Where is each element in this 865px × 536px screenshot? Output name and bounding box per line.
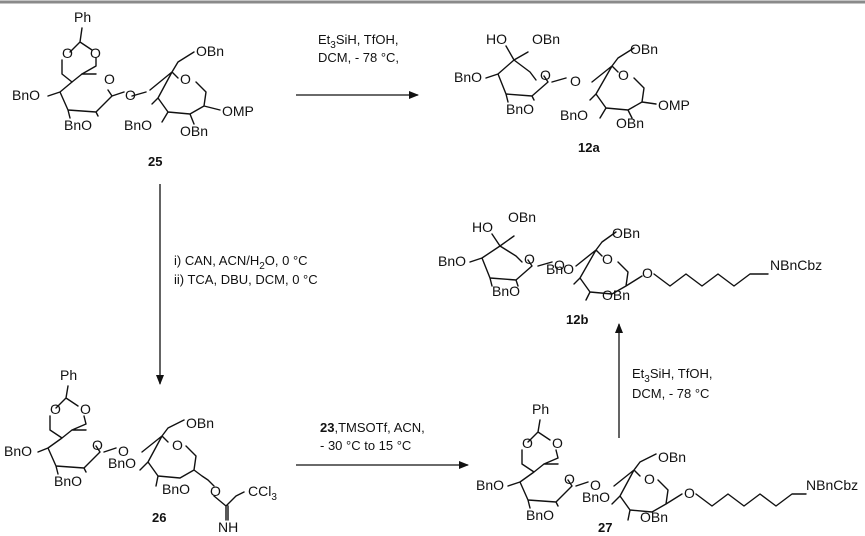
compound-26: Ph O O O O O BnO BnO BnO OBn BnO O CCl3 … [4, 367, 277, 535]
obn-6-gal-label: OBn [508, 209, 536, 225]
ring-o-glc-12b: O [602, 251, 613, 267]
nbncbz-label: NBnCbz [770, 257, 822, 273]
conditions-26-27-line2: - 30 °C to 15 °C [320, 438, 411, 453]
acetal-o-26a: O [50, 401, 61, 417]
step-27-to-12b: Et3SiH, TfOH, DCM, - 78 °C [615, 323, 712, 438]
ho-label: HO [472, 219, 493, 235]
compound-26-number: 26 [152, 510, 166, 525]
compound-12a-number: 12a [578, 140, 600, 155]
conditions-26-27-line1: 23,TMSOTf, ACN, [320, 420, 425, 435]
conditions-25-26-line1: i) CAN, ACN/H2O, 0 °C [174, 253, 308, 272]
imidate-o-label: O [210, 483, 221, 499]
linker-o-label: O [684, 485, 695, 501]
compound-12b: HO OBn O O O BnO BnO BnO OBn O OBn NBnCb… [438, 209, 822, 327]
compound-25: Ph O O O O O BnO BnO BnO OBn OMP OBn 25 [12, 9, 254, 169]
conditions-27-12b-line1: Et3SiH, TfOH, [632, 366, 712, 385]
omp-label: OMP [222, 103, 254, 119]
obn-2prime-label: OBn [180, 123, 208, 139]
glycosidic-o-12b: O [554, 257, 565, 273]
ring-o-gal-27: O [564, 471, 575, 487]
obn-2prime-label: OBn [616, 115, 644, 131]
ho-label: HO [486, 31, 507, 47]
ring-o-gal-12a: O [540, 67, 551, 83]
obn-2prime-label: OBn [602, 287, 630, 303]
linker-o-label: O [642, 265, 653, 281]
phenyl-label: Ph [532, 401, 549, 417]
phenyl-label: Ph [74, 9, 91, 25]
bno-2-label: BnO [492, 283, 520, 299]
ring-o-gal-25: O [104, 71, 115, 87]
bno-3prime-label: BnO [108, 455, 136, 471]
acetal-o-27b: O [552, 435, 563, 451]
step-26-to-27: 23,TMSOTf, ACN, - 30 °C to 15 °C [296, 420, 469, 469]
benzylidene-and-rings-26 [37, 385, 245, 521]
step-25-to-12a: Et3SiH, TfOH, DCM, - 78 °C, [296, 32, 419, 99]
obn-2prime-label: OBn [640, 509, 668, 525]
bno-3prime-label: BnO [124, 117, 152, 133]
compound-12a: HO OBn O O O BnO BnO BnO OBn OMP OBn 12a [454, 31, 690, 155]
galactose-ring-25 [47, 51, 221, 125]
bno-3-label: BnO [438, 253, 466, 269]
ring-o-gal-12b: O [524, 251, 535, 267]
phenyl-label: Ph [60, 367, 77, 383]
obn-6-label: OBn [186, 415, 214, 431]
obn-6-label: OBn [612, 225, 640, 241]
glycosidic-o-25: O [125, 87, 136, 103]
obn-6-gal-label: OBn [532, 31, 560, 47]
acetal-o-26b: O [80, 401, 91, 417]
bno-3prime-label: BnO [582, 489, 610, 505]
ring-o-glc-27: O [644, 471, 655, 487]
step-25-to-26: i) CAN, ACN/H2O, 0 °C ii) TCA, DBU, DCM,… [156, 184, 318, 385]
compound-12b-number: 12b [566, 312, 588, 327]
glycosidic-o-27: O [590, 477, 601, 493]
conditions-25-12a-line1: Et3SiH, TfOH, [318, 32, 398, 51]
glycosidic-o-12a: O [570, 73, 581, 89]
bno-2-label: BnO [506, 101, 534, 117]
ring-o-gal-26: O [92, 437, 103, 453]
bno-3-label: BnO [476, 477, 504, 493]
obn-6-label: OBn [196, 43, 224, 59]
conditions-25-26-line2: ii) TCA, DBU, DCM, 0 °C [174, 272, 318, 287]
bno-2-label: BnO [64, 117, 92, 133]
ccl3-label: CCl3 [248, 483, 277, 503]
bno-3prime-label: BnO [560, 107, 588, 123]
nh-label: NH [218, 519, 238, 535]
benzylidene-bonds [61, 27, 97, 83]
bno-3prime-label: BnO [546, 261, 574, 277]
ring-o-glc-25: O [180, 71, 191, 87]
compound-27: Ph O O O O O BnO BnO BnO OBn O OBn NBnCb… [476, 401, 858, 535]
acetal-o-2: O [90, 45, 101, 61]
bno-3-label: BnO [4, 443, 32, 459]
glycosidic-o-26: O [118, 443, 129, 459]
nbncbz-label: NBnCbz [806, 477, 858, 493]
bno-2-label: BnO [526, 507, 554, 523]
pyranose-rings-12a [485, 45, 657, 119]
obn-6-label: OBn [658, 449, 686, 465]
acetal-o-1: O [62, 45, 73, 61]
compound-25-number: 25 [148, 154, 162, 169]
ring-o-glc-26: O [172, 437, 183, 453]
omp-label: OMP [658, 97, 690, 113]
bno-3-label: BnO [12, 87, 40, 103]
bno-2prime-label: BnO [162, 481, 190, 497]
acetal-o-27a: O [522, 435, 533, 451]
conditions-27-12b-line2: DCM, - 78 °C [632, 386, 709, 401]
bno-2-label: BnO [54, 473, 82, 489]
benzylidene-and-rings-27 [507, 419, 807, 521]
ring-o-glc-12a: O [618, 67, 629, 83]
conditions-25-12a-line2: DCM, - 78 °C, [318, 50, 399, 65]
compound-27-number: 27 [598, 520, 612, 535]
bno-3-label: BnO [454, 69, 482, 85]
obn-6-label: OBn [630, 41, 658, 57]
pyranose-rings-12b [469, 231, 769, 301]
